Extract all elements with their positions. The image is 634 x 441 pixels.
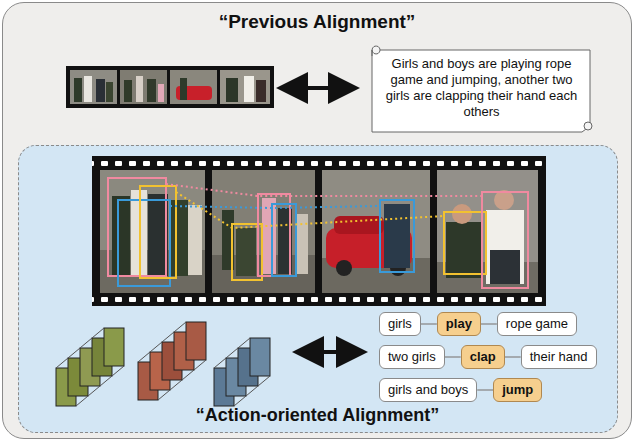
caption-scroll: Girls and boys are playing rope game and…	[368, 44, 594, 134]
film-strip	[92, 156, 546, 306]
phrase-box: girls	[379, 312, 421, 336]
connector	[477, 389, 493, 390]
video-frames	[66, 66, 274, 108]
connector	[481, 323, 497, 324]
connector	[505, 356, 521, 357]
action-box: clap	[461, 345, 505, 369]
phrase-box: two girls	[379, 345, 445, 369]
connector	[421, 323, 437, 324]
double-arrow	[292, 86, 344, 90]
phrase-box: girls and boys	[379, 378, 477, 402]
action-tubelets	[56, 322, 270, 406]
action-box: jump	[493, 378, 542, 402]
dashed-panel: “Action-oriented Alignment”girlsplayrope…	[18, 145, 618, 433]
action-box: play	[437, 312, 481, 336]
phrase-box: rope game	[497, 312, 577, 336]
double-arrow	[308, 350, 352, 354]
connector	[445, 356, 461, 357]
phrase-box: their hand	[521, 345, 597, 369]
